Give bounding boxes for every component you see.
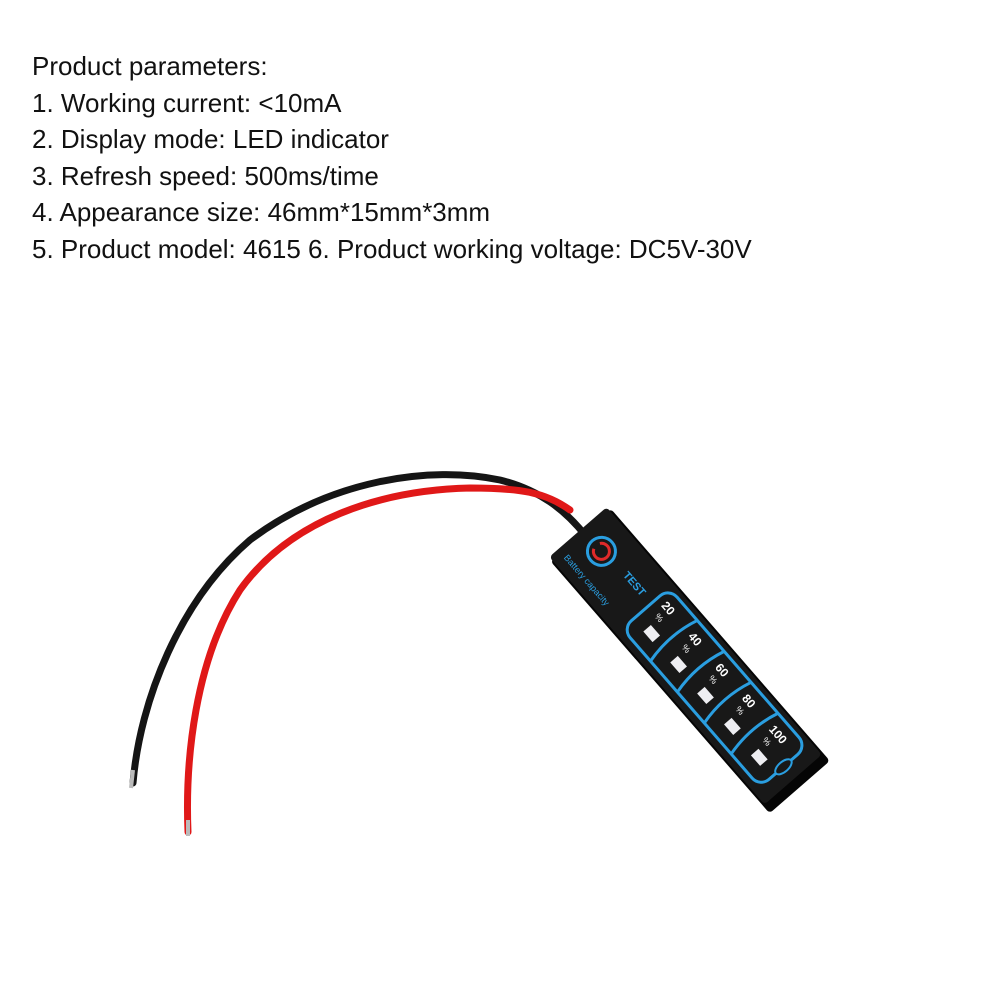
wire-tip [129,769,135,789]
battery-terminal-icon [774,758,793,776]
specs-title: Product parameters: [32,51,268,81]
led-indicator [724,717,741,735]
test-button[interactable] [582,532,622,572]
level-divider [729,711,779,755]
spec-item: 1. Working current: <10mA [32,87,342,118]
level-divider [649,619,698,662]
led-indicator [643,624,661,643]
level-divider [703,680,752,724]
spec-item: 3. Refresh speed: 500ms/time [32,160,379,191]
led-indicator [697,686,714,705]
led-indicator [670,655,687,674]
power-icon [591,541,611,561]
spec-item: 2. Display mode: LED indicator [32,124,389,154]
spec-item: 5. Product model: 4615 6. Product workin… [32,233,752,264]
black-wire [129,471,589,787]
level-divider [676,650,725,693]
product-parameters: Product parameters: 1. Working current: … [32,48,752,267]
battery-indicator-board: TEST Battery capacity 20%40%60%80%100% [550,508,829,812]
board-face [550,508,821,803]
red-wire [184,484,574,836]
spec-item: 4. Appearance size: 46mm*15mm*3mm [32,197,491,227]
led-indicator [750,748,768,766]
